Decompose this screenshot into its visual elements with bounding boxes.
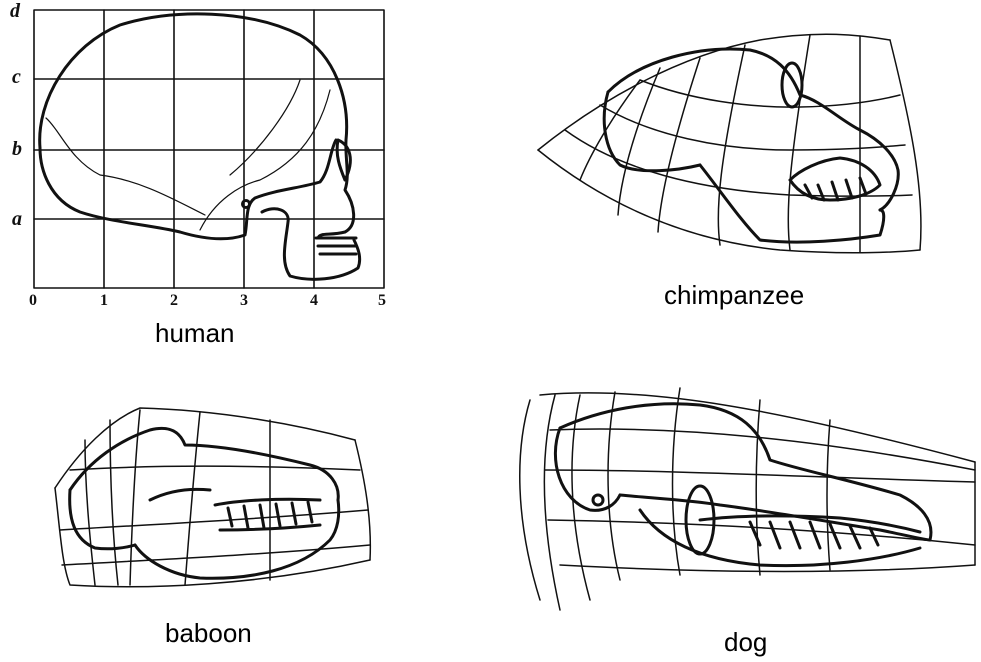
dog-skull-outline (555, 404, 931, 566)
caption-baboon: baboon (165, 618, 252, 649)
grid-row-label-d: d (10, 0, 20, 23)
chimpanzee-deformed-grid (538, 34, 921, 253)
human-skull-outline (40, 14, 360, 279)
dog-panel (520, 388, 975, 610)
human-panel (34, 10, 384, 288)
grid-col-label-1: 1 (100, 292, 108, 310)
baboon-panel (55, 408, 370, 587)
caption-dog: dog (724, 627, 767, 658)
grid-col-label-2: 2 (170, 292, 178, 310)
grid-row-label-b: b (12, 138, 22, 161)
caption-human: human (155, 318, 235, 349)
grid-row-label-c: c (12, 66, 21, 89)
human-skull-sutures (46, 80, 330, 230)
grid-col-label-5: 5 (378, 292, 386, 310)
baboon-deformed-grid (55, 408, 370, 587)
grid-col-label-0: 0 (29, 292, 37, 310)
grid-row-label-a: a (12, 208, 22, 231)
grid-col-label-4: 4 (310, 292, 318, 310)
grid-col-label-3: 3 (240, 292, 248, 310)
caption-chimpanzee: chimpanzee (664, 280, 804, 311)
chimpanzee-panel (538, 34, 921, 253)
baboon-skull-outline (70, 428, 339, 578)
